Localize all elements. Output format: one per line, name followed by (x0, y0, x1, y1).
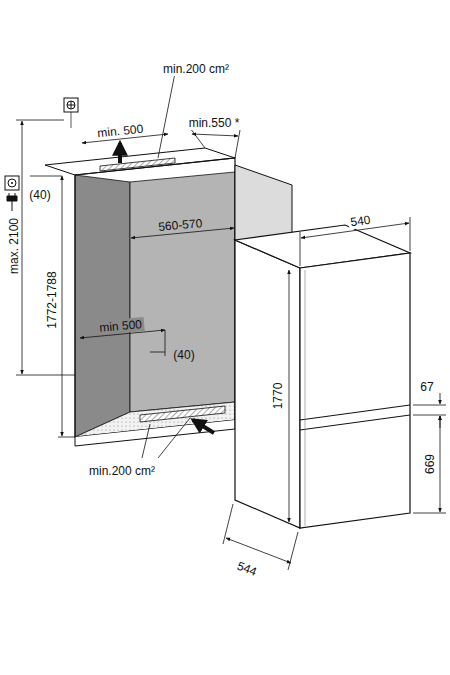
socket-symbol (5, 176, 19, 190)
extension-line (413, 415, 446, 416)
label-holder: min.550 * (187, 113, 242, 127)
niche-back-wall (130, 172, 235, 412)
extension-line (300, 232, 301, 266)
extension-line (223, 504, 233, 544)
water-symbol (71, 101, 72, 109)
label-holder: min 500 (96, 314, 144, 332)
dimension-label: (40) (171, 348, 196, 362)
extension-line (58, 437, 75, 438)
label-holder: min.200 cm² (87, 461, 157, 475)
dimension-line (440, 393, 441, 404)
dimension-label: max. 2100 (7, 216, 21, 276)
plug-symbol (7, 193, 17, 211)
socket-symbol (11, 182, 13, 184)
dimension-label: min.550 * (187, 116, 242, 130)
socket-symbol (8, 179, 16, 187)
label-holder: min.200 cm² (161, 59, 231, 73)
dimension-line (226, 538, 291, 563)
door-edge (305, 270, 306, 526)
label-holder: 1770 (268, 381, 282, 412)
extension-line (288, 532, 298, 570)
label-holder: 544 (234, 555, 261, 577)
dimension-line (192, 134, 238, 136)
dimension-line (62, 176, 63, 436)
extension-line (235, 130, 240, 158)
label-holder: 1772-1788 (42, 269, 56, 330)
bottom-vent (140, 406, 225, 422)
label-holder: min. 500 (94, 118, 145, 137)
fridge-front (300, 253, 410, 528)
leader-line (158, 73, 175, 158)
water-symbol (67, 101, 75, 109)
fridge-side (235, 240, 300, 528)
label-holder: 669 (420, 452, 434, 476)
dimension-label: 1772-1788 (45, 269, 59, 330)
extension-line (16, 120, 64, 121)
label-holder: 560-570 (155, 213, 204, 231)
extension-line (410, 217, 411, 251)
label-holder: (40) (27, 185, 52, 199)
dimension-label: 669 (423, 452, 437, 476)
niche-frame (75, 158, 235, 437)
dimension-label: 1770 (271, 381, 285, 412)
label-holder: 540 (347, 209, 373, 226)
dimension-label: (40) (27, 188, 52, 202)
dimension-label: min.200 cm² (87, 464, 157, 478)
niche-plinth (75, 420, 235, 446)
label-holder: max. 2100 (4, 216, 18, 276)
label-holder: (40) (171, 345, 196, 359)
air-out-arrow (118, 143, 122, 163)
dimension-label: 544 (233, 558, 260, 580)
extension-line (16, 375, 75, 376)
leader-line (71, 112, 72, 128)
leader-line (142, 424, 150, 458)
air-in-arrow (193, 420, 214, 433)
dimension-line (289, 270, 290, 522)
dimension-label: min.200 cm² (161, 62, 231, 76)
niche-side-wall (75, 175, 130, 437)
top-vent (100, 158, 175, 171)
door-gap (300, 415, 410, 430)
extension-line (413, 513, 446, 514)
extension-line (413, 405, 446, 406)
dimension-line (22, 121, 23, 374)
dimension-line (150, 352, 165, 353)
dimension-label: min. 500 (95, 121, 146, 140)
water-symbol (64, 98, 78, 112)
dimension-label: 540 (348, 212, 374, 229)
dimension-label: 67 (418, 380, 435, 394)
leader-line (158, 418, 190, 458)
extension-line (190, 128, 205, 148)
dimension-line (440, 416, 441, 512)
label-holder: 67 (418, 377, 435, 391)
dimension-line (30, 176, 62, 177)
